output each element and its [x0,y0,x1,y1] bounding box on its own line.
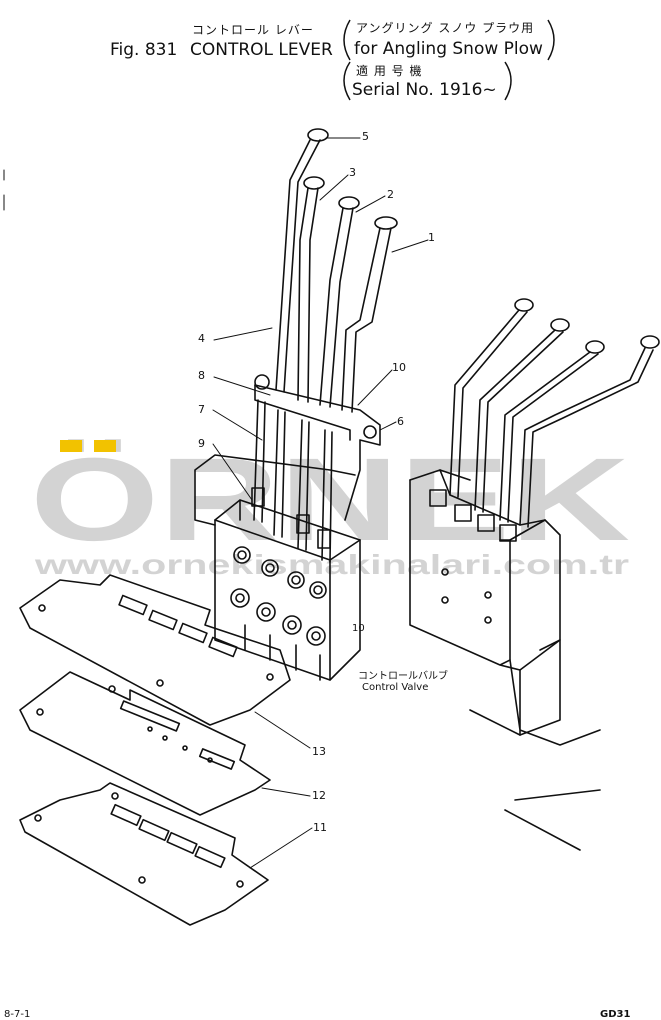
callout-6: 6 [397,415,404,428]
callout-2: 2 [387,188,394,201]
callout-11: 11 [313,821,327,834]
control-valve [214,499,361,681]
callout-3: 3 [349,166,356,179]
model-code: GD31 [600,1009,631,1020]
lever-3 [297,176,325,403]
control-valve-label: Control Valve [362,682,429,693]
right-console [409,469,601,851]
jp-subtitle: アングリング スノウ プラウ用 [356,21,535,35]
lever-5 [275,128,329,393]
callout-10: 10 [392,361,406,374]
figure-number: Fig. 831 [110,40,178,60]
plate-11 [19,782,269,926]
control-valve-jp: コントロールバルブ [358,671,448,682]
lever-1 [341,216,398,413]
serial-number: Serial No. 1916~ [352,80,497,100]
right-levers [449,298,660,528]
jp-title: コントロール レバー [192,23,314,37]
jp-serial-label: 適 用 号 機 [356,64,423,78]
callout-1: 1 [428,231,435,244]
watermark-accent-2 [94,440,116,452]
watermark-accent [60,440,82,452]
valve-mark: 10 [352,623,365,634]
subtitle: for Angling Snow Plow [354,39,543,59]
plate-13 [19,574,291,726]
callout-4: 4 [198,332,205,345]
callout-5: 5 [362,130,369,143]
callout-9: 9 [198,437,205,450]
callout-13: 13 [312,745,326,758]
watermark-url: www.ornekismakinalari.com.tr [34,549,630,580]
mount-plate [194,454,356,526]
leader-lines [212,137,429,869]
linkage-bracket-6 [254,374,381,521]
callout-12: 12 [312,789,326,802]
plate-12 [19,671,271,816]
figure-title: CONTROL LEVER [190,40,333,60]
callout-8: 8 [198,369,205,382]
lever-2 [319,196,360,408]
page-ref: 8-7-1 [4,1009,31,1020]
callout-7: 7 [198,403,205,416]
